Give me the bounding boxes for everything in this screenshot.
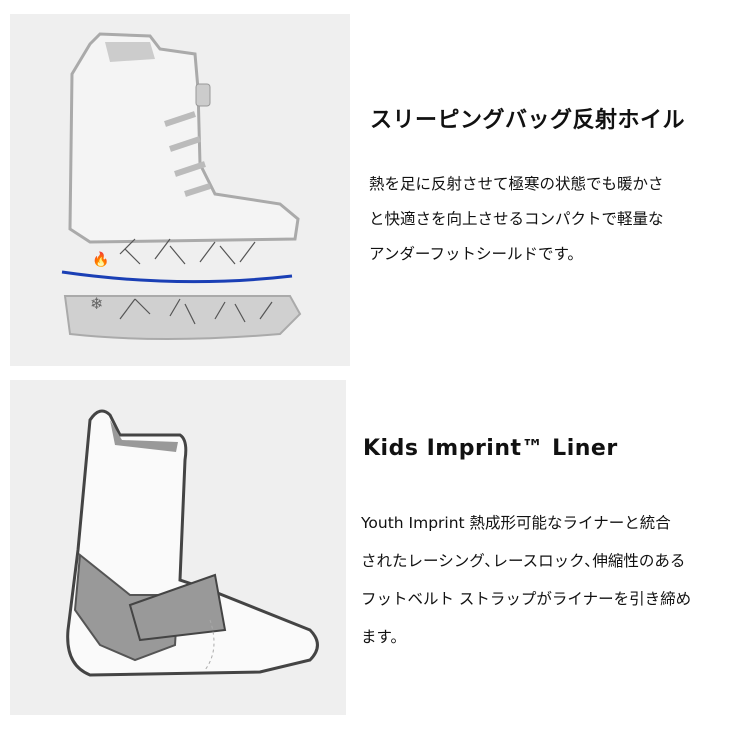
reflective-foil-line [61, 270, 293, 284]
liner-section-description: Youth Imprint 熱成形可能なライナーと統合 されたレーシング､レース… [361, 504, 691, 656]
description-line: Youth Imprint 熱成形可能なライナーと統合 [361, 514, 671, 532]
description-line: アンダーフットシールドです。 [369, 245, 583, 263]
liner-boot-illustration [66, 409, 319, 677]
description-line: フットベルト ストラップがライナーを引き締め [361, 590, 692, 608]
liner-image [10, 380, 346, 715]
liner-section-title: Kids Imprint™ Liner [363, 436, 618, 461]
description-line: されたレーシング､レースロック､伸縮性のある [361, 552, 686, 570]
snowflake-icon: ❄ [90, 294, 103, 313]
foil-diagram-image: 🔥 ❄ [10, 14, 350, 366]
foil-section-description: 熱を足に反射させて極寒の状態でも暖かさ と快適さを向上させるコンパクトで軽量な … [369, 167, 664, 272]
foil-section-title: スリーピングバッグ反射ホイル [370, 108, 686, 133]
flame-icon: 🔥 [92, 251, 109, 268]
description-line: 熱を足に反射させて極寒の状態でも暖かさ [369, 175, 664, 193]
boot-foil-illustration: 🔥 ❄ [61, 32, 302, 340]
description-line: と快適さを向上させるコンパクトで軽量な [369, 210, 664, 228]
description-line: ます。 [361, 628, 406, 646]
